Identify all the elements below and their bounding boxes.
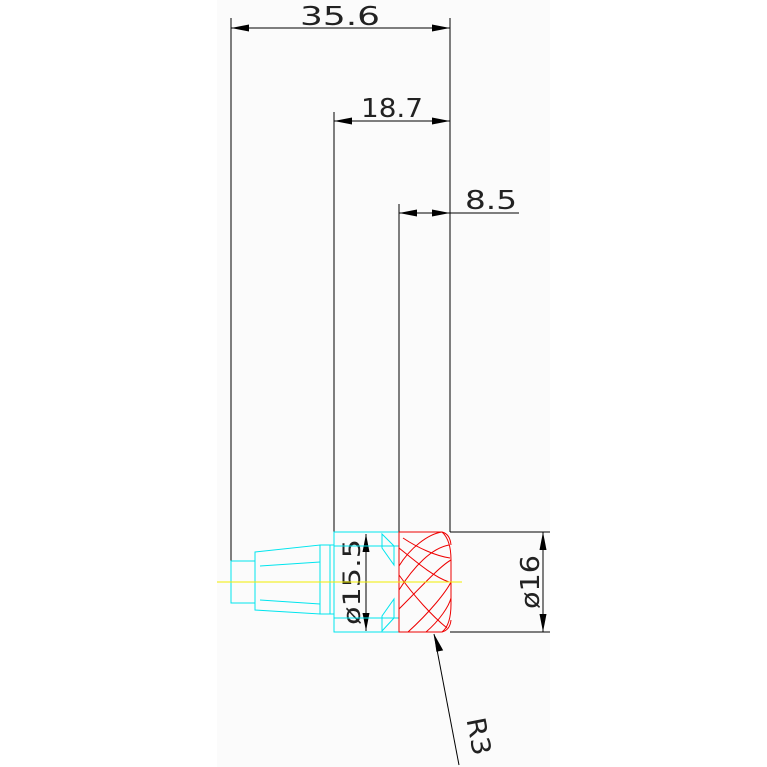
arrowhead-left [334,117,352,125]
dimension-text-corner-radius: R3 [460,715,497,758]
flute-corner-top [441,531,452,546]
flute-helix-8 [398,574,448,629]
flute-helix-4 [407,581,452,633]
extension-lines [230,18,550,633]
dimension-text-mid: 18.7 [361,94,423,124]
dimension-text-cutter-diameter: ø16 [516,555,546,609]
dimension-flute-length: 8.5 [399,186,519,217]
arrowhead-left [231,24,249,32]
flute-helix-7 [402,537,451,559]
dimension-cutter-diameter: ø16 [516,532,547,632]
flute-helix-1 [398,531,443,567]
drawing-area [217,0,550,767]
flute-helix-5 [425,597,452,633]
arrowhead-right [432,209,450,217]
arrowhead-top [539,532,547,550]
flute-helix-3 [398,559,452,610]
flute-helix-2 [398,544,450,591]
dimension-mid-length: 18.7 [334,94,450,125]
arrowhead-top [362,534,370,552]
neck-chamfer-bottom [381,597,395,633]
arrowhead-bottom [539,614,547,632]
flute-outline [398,531,452,633]
cutter-flutes [398,531,452,633]
flute-helix-6 [398,547,450,583]
arrowhead-left [399,209,417,217]
arrowhead-leader [434,634,444,652]
neck-chamfer-top [381,532,395,567]
leader-corner-radius: R3 [433,633,497,766]
dimension-text-overall: 35.6 [300,2,380,32]
arrowhead-right [432,24,450,32]
dimension-text-flute: 8.5 [465,186,517,216]
dimension-overall-length: 35.6 [231,2,450,32]
arrowhead-right [432,117,450,125]
flute-corner-bottom [441,619,452,633]
